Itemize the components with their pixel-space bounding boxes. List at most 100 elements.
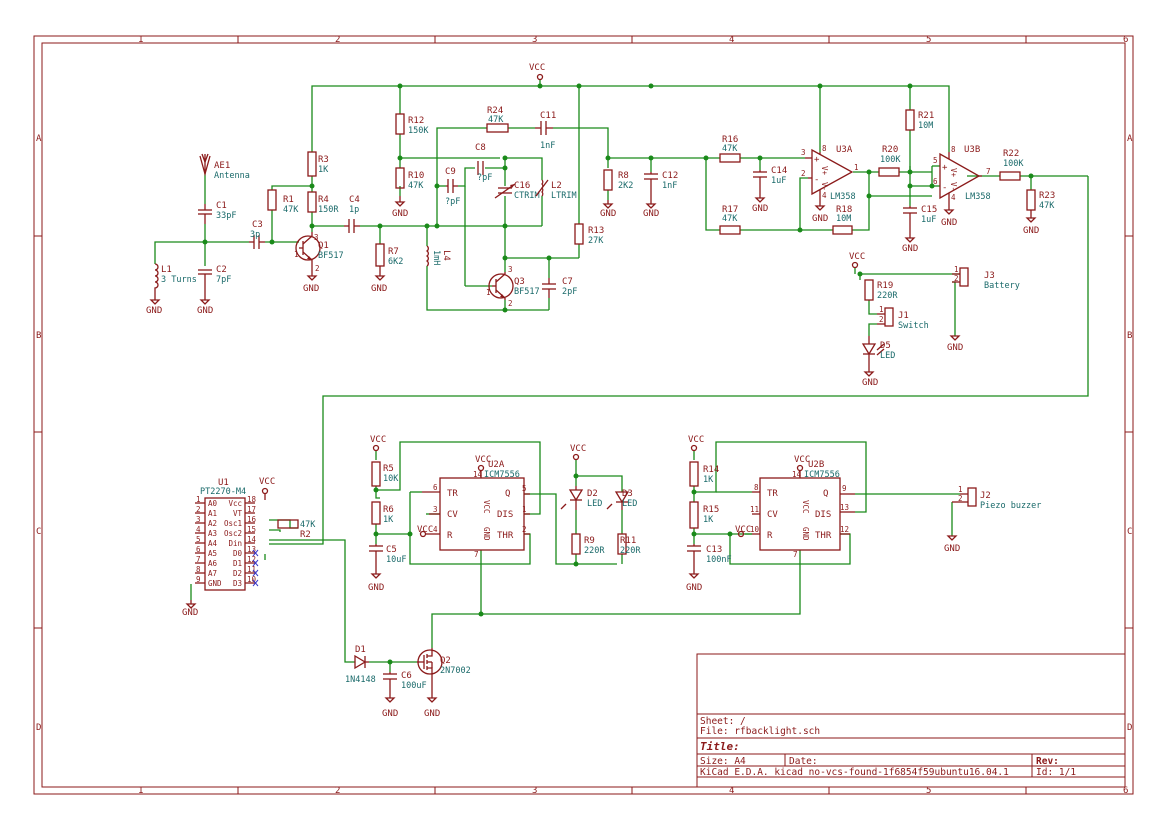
c11-ref: C11 (540, 111, 556, 121)
vcc-j3-label: VCC (849, 252, 865, 262)
gnd-c5: GND (368, 564, 384, 593)
trimmer-capacitor-c16: C16 CTRIM (494, 181, 540, 201)
vcc-r5-label: VCC (370, 435, 386, 445)
c5-ref: C5 (386, 545, 397, 555)
resistor-r23: R23 47K (1026, 189, 1055, 211)
u1-pin-number-right: 11 (247, 565, 256, 574)
title-file: File: rfbacklight.sch (700, 726, 820, 737)
resistor-r17: R17 47K (719, 205, 741, 235)
inductor-l4: 1mH L4 (425, 245, 451, 267)
gnd-c13: GND (686, 564, 702, 593)
u2b-tr: TR (767, 489, 778, 499)
resistor-r4: R4 150R (307, 191, 339, 215)
vcc-r14-label: VCC (688, 435, 704, 445)
u1-pin-name-left: A0 (208, 499, 218, 508)
d1-ref: D1 (355, 645, 366, 655)
title-block: Sheet: / File: rfbacklight.sch Title: Si… (696, 653, 1126, 788)
resistor-r16: R16 47K (719, 135, 741, 163)
gnd-u3a: GND (812, 200, 828, 224)
capacitor-c15: C15 1uF (903, 205, 937, 225)
u2b-pin-vcc: 14 (792, 470, 802, 479)
c15-value: 1uF (921, 215, 936, 225)
u3a-pin-vm: 4 (822, 191, 827, 200)
u2b-pin-r: 10 (750, 525, 760, 534)
d5-value: LED (880, 351, 895, 361)
vcc-j3: VCC (849, 252, 865, 269)
diode-d1: D1 1N4148 (345, 645, 376, 685)
gnd-c15: GND (902, 222, 918, 254)
r16-ref: R16 (722, 135, 738, 145)
l1-value: 3 Turns (161, 275, 197, 285)
resistor-r3: R3 1K (307, 151, 329, 177)
u2a-dis: DIS (497, 510, 513, 520)
gnd-d5-label: GND (862, 378, 878, 388)
r11-ref: R11 (620, 536, 636, 546)
vcc-r5: VCC (370, 435, 386, 452)
vcc-r14: VCC (688, 435, 704, 452)
resistor-r14: R14 1K (689, 461, 719, 487)
no-connect-marker (252, 559, 259, 567)
u1-pin-name-left: A5 (208, 549, 217, 558)
gnd-l1: GND (146, 292, 162, 316)
capacitor-c6: C6 100uF (383, 671, 427, 692)
vcc-u2a-reset-label: VCC (417, 525, 433, 535)
junctions (202, 83, 1034, 665)
col-label-bottom-3: 3 (532, 786, 537, 796)
c13-ref: C13 (706, 545, 722, 555)
c7-ref: C7 (562, 277, 573, 287)
row-label-left-b: B (36, 331, 41, 341)
c5-value: 10uF (386, 555, 406, 565)
led-d3: D3 LED (606, 489, 637, 510)
l1-ref: L1 (161, 265, 172, 275)
u2b-q: Q (823, 489, 828, 499)
u1-pin-name-left: A2 (208, 519, 217, 528)
q2-value: 2N7002 (440, 666, 471, 676)
r10-value: 47K (408, 181, 424, 191)
sheet-border: 1 2 3 4 5 6 1 2 3 4 5 6 A B C D A B C D (33, 35, 1134, 796)
gnd-c13-label: GND (686, 583, 702, 593)
r4-ref: R4 (318, 195, 329, 205)
led-d5: D5 LED (861, 336, 895, 366)
u3b-minus: - (942, 183, 947, 193)
q1-value: BF517 (318, 251, 344, 261)
r23-value: 47K (1039, 201, 1055, 211)
c16-ref: C16 (514, 181, 530, 191)
u1-pin-name-right: Osc2 (224, 529, 242, 538)
r18-value: 10M (836, 214, 851, 224)
capacitor-c7: C7 2pF (542, 277, 577, 298)
j2-ref: J2 (980, 491, 991, 501)
r15-ref: R15 (703, 505, 719, 515)
gnd-q2-label: GND (424, 709, 440, 719)
u1-value: PT2270-M4 (200, 487, 246, 497)
gnd-u3b-label: GND (941, 218, 957, 228)
resistor-r20: R20 100K (878, 145, 901, 177)
gnd-c2: GND (197, 292, 213, 316)
gnd-c2-label: GND (197, 306, 213, 316)
vcc-u2a-label: VCC (475, 455, 491, 465)
c12-value: 1nF (662, 181, 677, 191)
r12-ref: R12 (408, 116, 424, 126)
connector-j3: 1 2 J3 Battery (952, 265, 1020, 291)
vcc-u1: VCC (259, 477, 275, 500)
vcc-top-label: VCC (529, 63, 545, 73)
resistor-r13: R13 27K (574, 223, 604, 246)
gnd-q2: GND (424, 676, 440, 719)
u2b-dis: DIS (815, 510, 831, 520)
r24-value: 47K (488, 115, 504, 125)
r11-value: 220R (620, 546, 641, 556)
vcc-u1-label: VCC (259, 477, 275, 487)
q3-ref: Q3 (514, 277, 525, 287)
l4-value: 1mH (431, 250, 441, 265)
resistor-r5: R5 10K (371, 461, 399, 487)
r21-value: 10M (918, 121, 933, 131)
resistor-r6: R6 1K (371, 501, 394, 525)
r2-value: 47K (300, 520, 316, 530)
q1-ref: Q1 (318, 241, 329, 251)
antenna-ae1: AE1 Antenna (199, 153, 250, 181)
resistor-r11: R11 220R (617, 533, 641, 556)
u2b-thr: THR (815, 531, 832, 541)
u2a-r: R (447, 531, 453, 541)
gnd-j3-label: GND (947, 343, 963, 353)
u1-pin-number-left: 8 (196, 565, 201, 574)
ae1-ref: AE1 (214, 161, 230, 171)
